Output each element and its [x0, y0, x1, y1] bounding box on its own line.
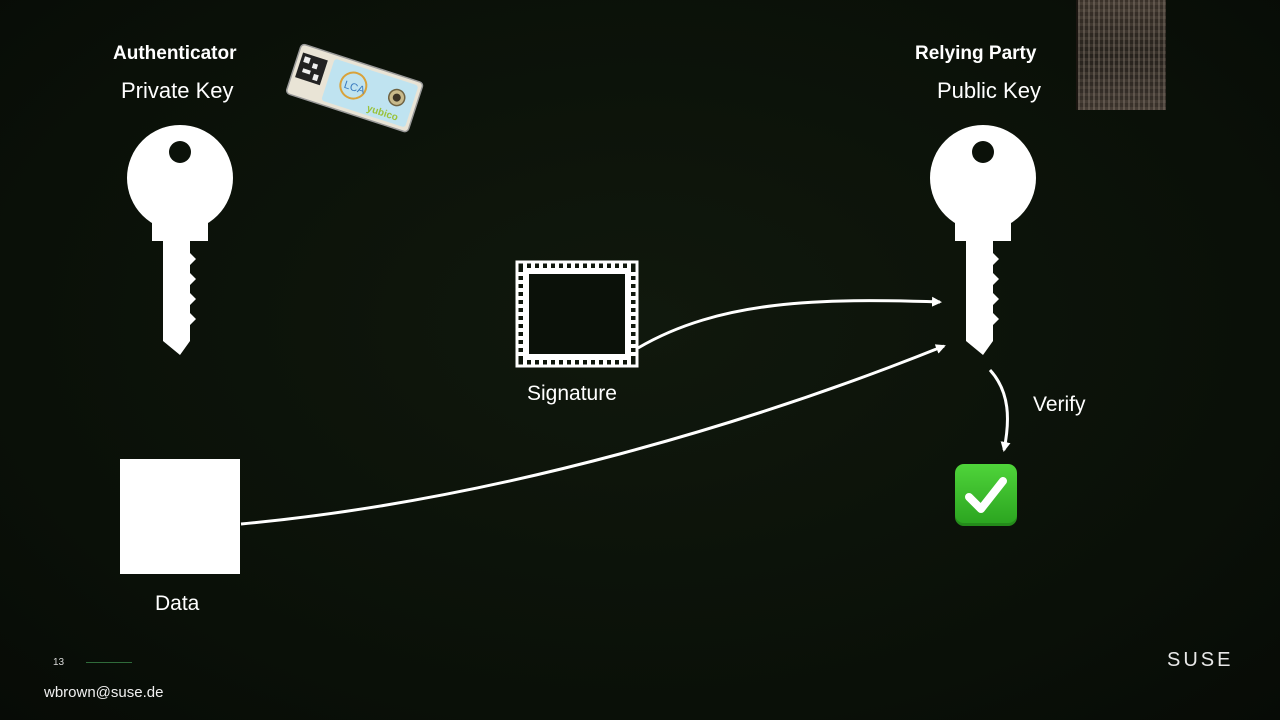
- private-key-label: Private Key: [121, 78, 234, 103]
- public-key-label: Public Key: [937, 78, 1041, 103]
- data-label: Data: [155, 592, 200, 615]
- stamp-icon: [515, 260, 639, 368]
- security-key-image: LCA yubico: [280, 40, 428, 140]
- data-arrow: [240, 344, 946, 526]
- signature-arrow: [637, 296, 942, 350]
- verify-arrow: [988, 368, 1011, 452]
- footer-divider: [86, 662, 132, 663]
- data-block: [120, 459, 240, 574]
- verify-label: Verify: [1033, 393, 1086, 416]
- private-key-icon: [127, 125, 233, 355]
- signature-label: Signature: [527, 382, 617, 405]
- relying-party-title: Relying Party: [915, 43, 1037, 64]
- page-number: 13: [53, 657, 65, 668]
- check-mark-icon: [955, 464, 1017, 526]
- authenticator-title: Authenticator: [113, 43, 237, 64]
- brand-logo: SUSE: [1167, 649, 1234, 671]
- presenter-email: wbrown@suse.de: [44, 684, 164, 701]
- server-rack-image: [1076, 0, 1166, 110]
- public-key-icon: [930, 125, 1036, 355]
